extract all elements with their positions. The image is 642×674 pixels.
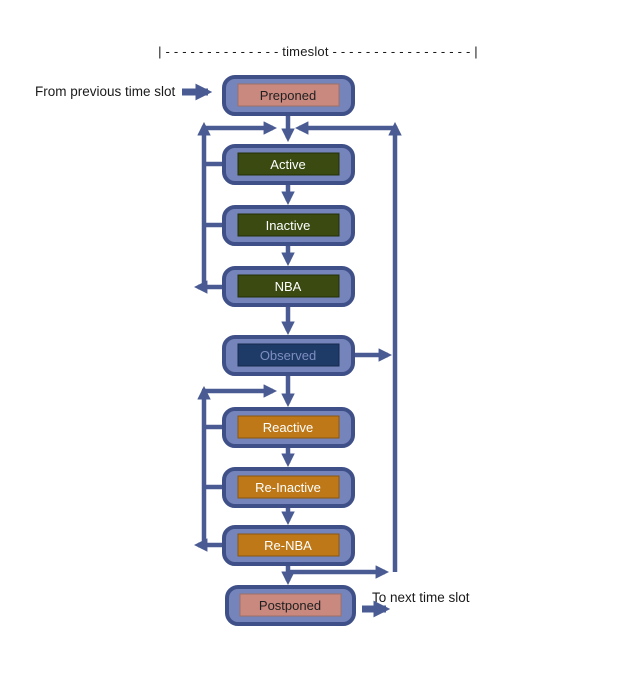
node-nba: NBA [222, 266, 355, 307]
timeslot-span-label: | - - - - - - - - - - - - - - timeslot -… [158, 44, 478, 59]
preponed-label: Preponed [260, 88, 316, 103]
node-preponed: Preponed [222, 75, 355, 116]
re-inactive-label: Re-Inactive [255, 480, 321, 495]
from-previous-label: From previous time slot [35, 84, 176, 99]
re-inactive-box-inner [237, 475, 340, 499]
reactive-label: Reactive [263, 420, 314, 435]
observed-box-inner [237, 343, 340, 367]
postponed-label: Postponed [259, 598, 321, 613]
node-observed: Observed [222, 335, 355, 376]
node-inactive: Inactive [222, 205, 355, 246]
re-nba-box-inner [237, 533, 340, 557]
loop-left-lower [193, 384, 278, 552]
re-nba-label: Re-NBA [264, 538, 312, 553]
node-re-inactive: Re-Inactive [222, 467, 355, 508]
observed-label: Observed [260, 348, 316, 363]
inactive-box-inner [237, 213, 340, 237]
active-box-inner [237, 152, 340, 176]
active-label: Active [270, 157, 305, 172]
node-reactive: Reactive [222, 407, 355, 448]
nba-box-inner [237, 274, 340, 298]
preponed-box-inner [237, 83, 340, 107]
inactive-label: Inactive [266, 218, 311, 233]
node-postponed: Postponed [225, 585, 356, 626]
loop-right [288, 121, 402, 579]
loop-left-upper [193, 121, 278, 294]
nba-label: NBA [275, 279, 302, 294]
to-next-label: To next time slot [372, 590, 470, 605]
node-re-nba: Re-NBA [222, 525, 355, 566]
node-active: Active [222, 144, 355, 185]
postponed-box-inner [239, 593, 342, 617]
reactive-box-inner [237, 415, 340, 439]
